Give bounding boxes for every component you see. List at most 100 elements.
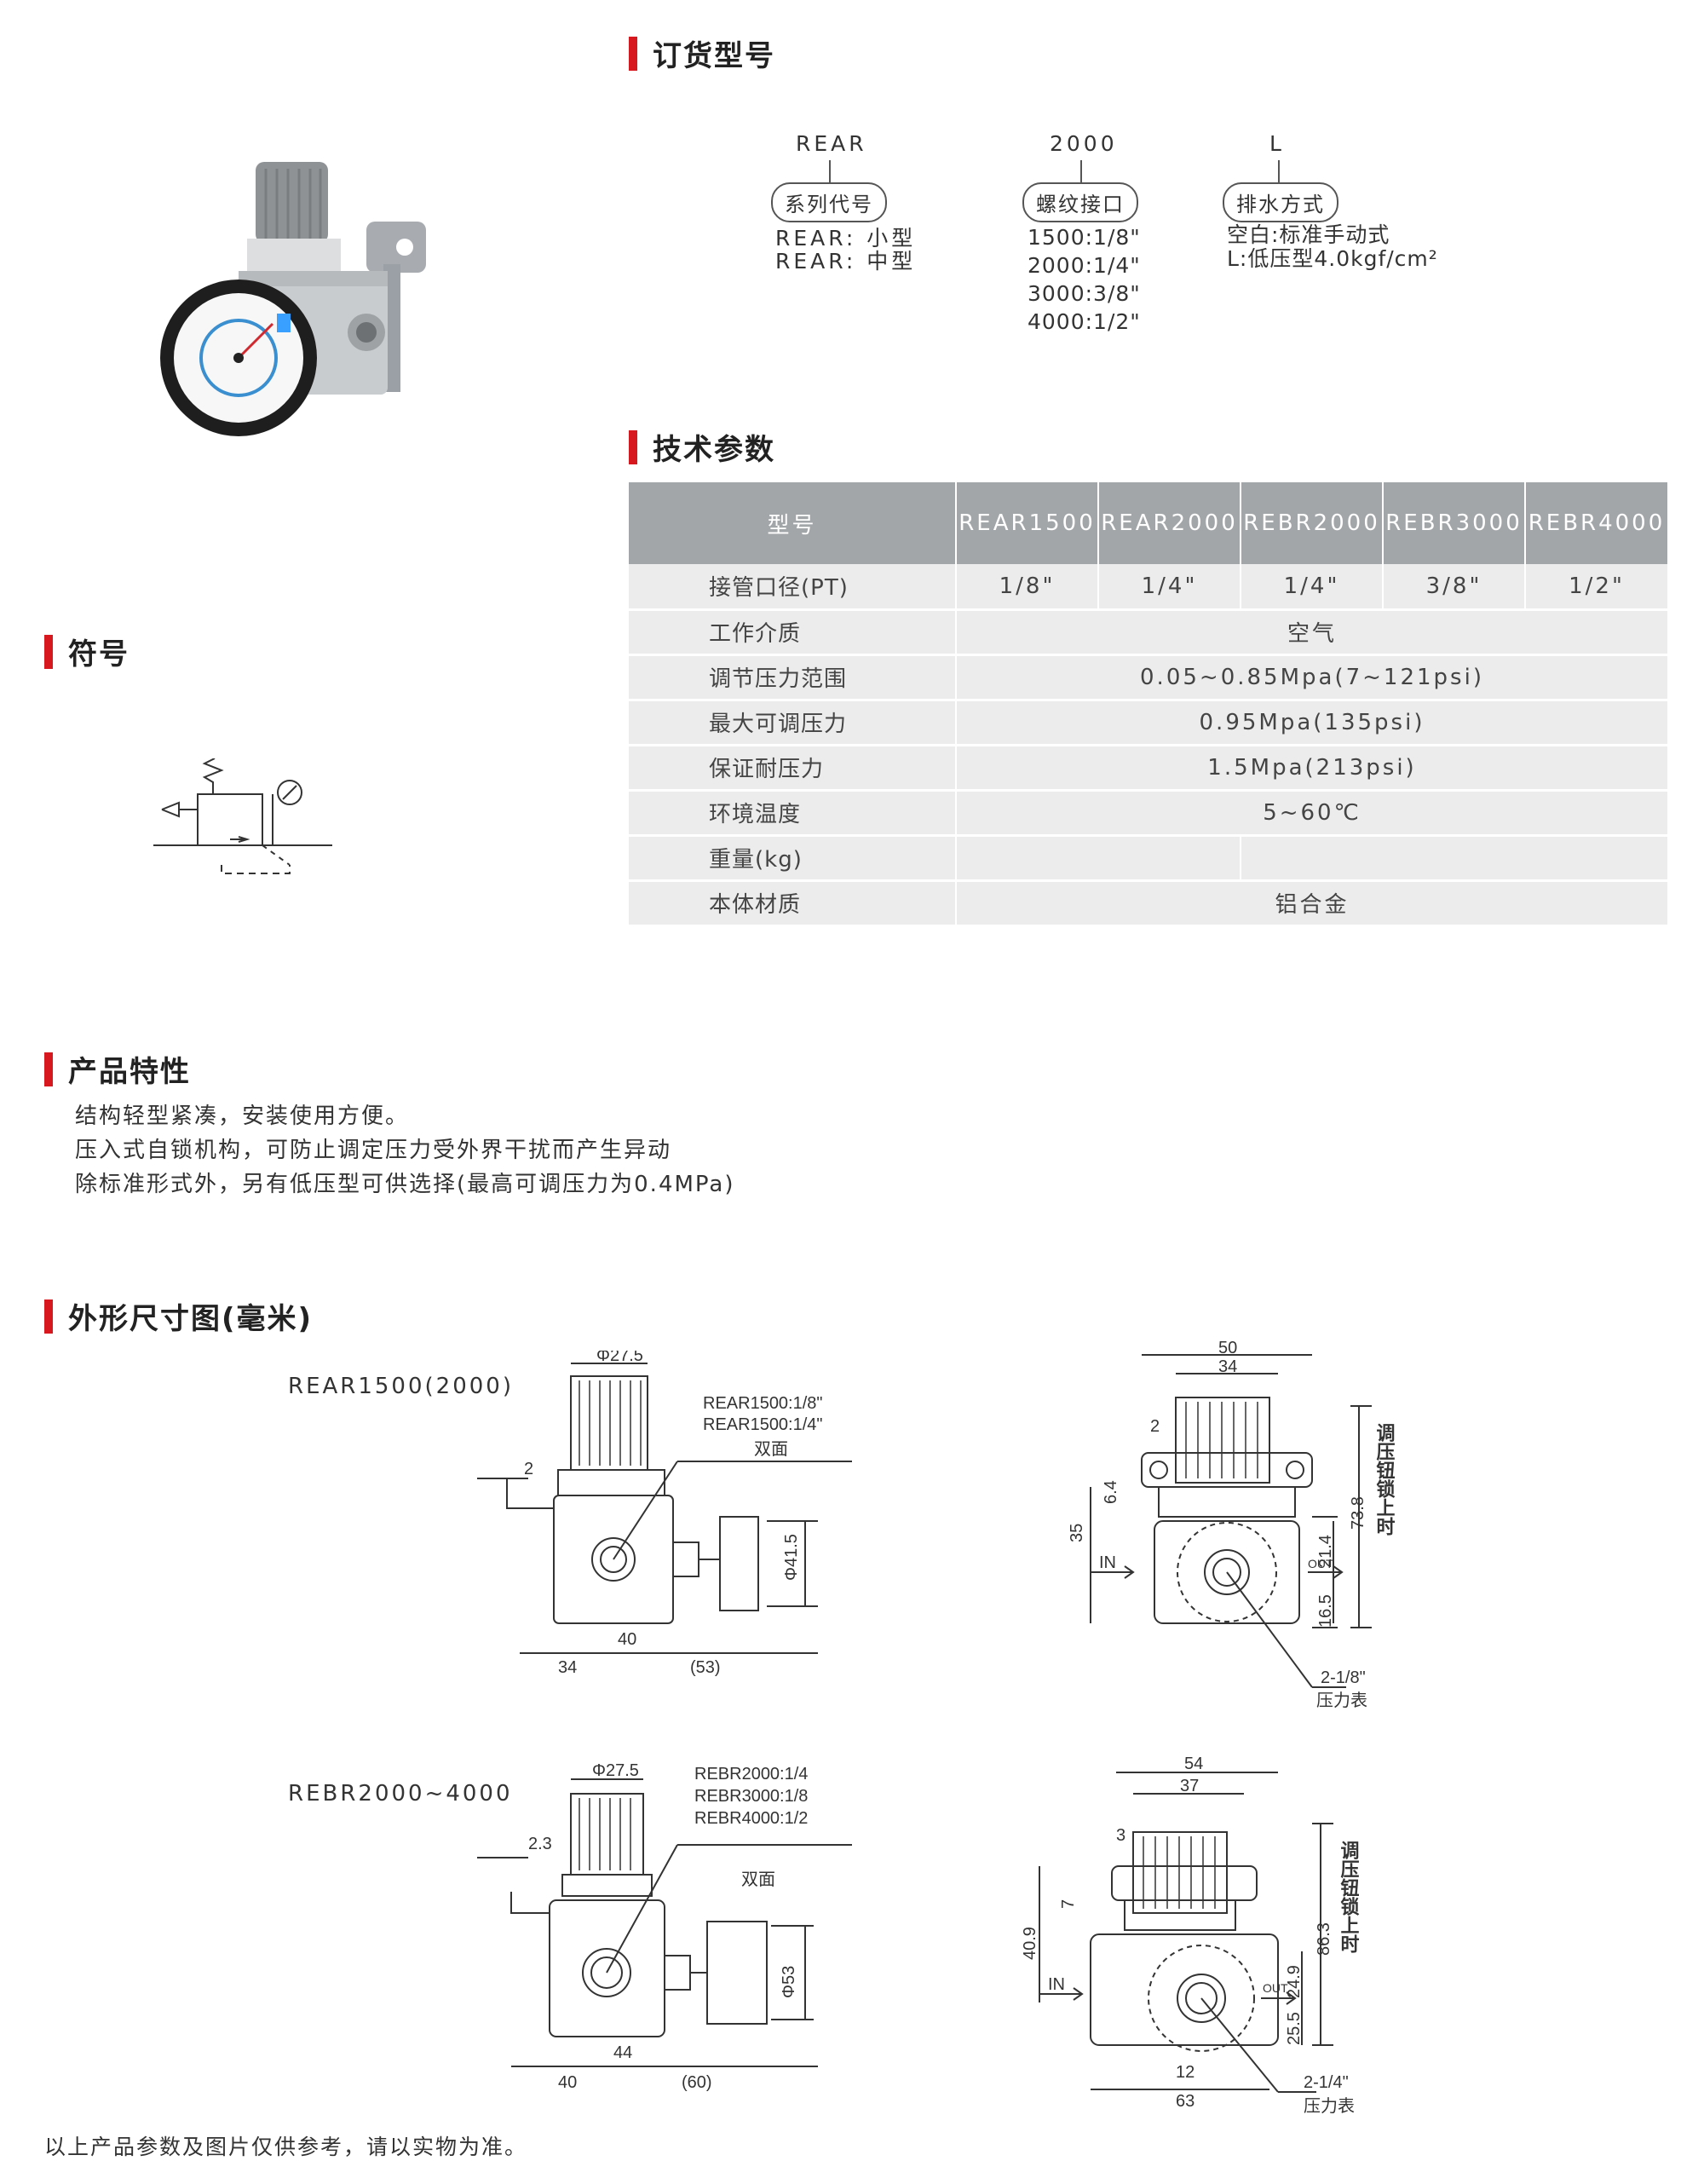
dim-label: 双面: [741, 1870, 775, 1889]
spec-label: 最大可调压力: [629, 700, 957, 746]
feature-item: 除标准形式外，另有低压型可供选择(最高可调压力为0.4MPa): [75, 1172, 735, 1197]
dim-label: OUT: [1308, 1557, 1333, 1570]
feature-list: 结构轻型紧凑，安装使用方便。 压入式自锁机构，可防止调定压力受外界干扰而产生异动…: [75, 1099, 735, 1201]
option-thread-2: 2000:1/4": [1028, 253, 1141, 278]
spec-cell: 0.95Mpa(135psi): [956, 700, 1669, 746]
dim-label: 16.5: [1316, 1594, 1335, 1628]
order-label-drain: 排水方式: [1223, 182, 1338, 222]
dim-label: 3: [1116, 1826, 1125, 1845]
spec-header: REBR2000: [1241, 482, 1384, 564]
dim-label: 73.8: [1349, 1496, 1367, 1530]
dim-label: IN: [1048, 1975, 1065, 1994]
red-bar-icon: [44, 1052, 53, 1086]
red-bar-icon: [629, 36, 637, 71]
dim-label: 24.9: [1285, 1965, 1304, 1998]
dim-label: REBR4000:1/2: [694, 1809, 808, 1828]
dim-label: REBR3000:1/8: [694, 1787, 808, 1806]
spec-cell: 3/8": [1383, 564, 1526, 611]
dim-label: 调压钮锁上时: [1374, 1423, 1396, 1536]
footer-note: 以上产品参数及图片仅供参考，请以实物为准。: [44, 2135, 528, 2159]
spec-table: 型号 REAR1500 REAR2000 REBR2000 REBR3000 R…: [629, 482, 1669, 927]
dim-label: Φ53: [780, 1966, 798, 1998]
dim-label: REAR1500:1/4": [703, 1415, 823, 1434]
option-thread-1: 1500:1/8": [1028, 225, 1141, 250]
order-code-connector: [1278, 160, 1280, 182]
spec-cell: 1/4": [1098, 564, 1241, 611]
order-code-connector: [1080, 160, 1082, 182]
section-title-order: 订货型号: [629, 32, 775, 74]
dim-label: 50: [1218, 1339, 1237, 1357]
dim-label: Φ27.5: [592, 1764, 639, 1780]
dim-label: Φ27.5: [596, 1351, 643, 1365]
feature-item: 压入式自锁机构，可防止调定压力受外界干扰而产生异动: [75, 1138, 672, 1163]
option-drain-1: 空白:标准手动式: [1227, 222, 1390, 247]
spec-cell: 0.05~0.85Mpa(7~121psi): [956, 654, 1669, 701]
dimension-drawing-side-2: 54 37 3 7 40.9 24.9 86.3 25.5 12 63 IN O…: [1022, 1755, 1360, 2116]
dim-label: 调压钮锁上时: [1338, 1841, 1360, 1953]
section-title-tech: 技术参数: [629, 426, 775, 468]
table-row: 最大可调压力 0.95Mpa(135psi): [629, 700, 1669, 746]
dim-label: 12: [1176, 2063, 1195, 2082]
table-row: 环境温度 5~60℃: [629, 790, 1669, 837]
dim-label: 双面: [754, 1440, 788, 1459]
dim-label: 40: [618, 1630, 636, 1649]
spec-header: REAR2000: [1098, 482, 1241, 564]
drawing-model-label: REAR1500(2000): [288, 1374, 514, 1399]
spec-label: 接管口径(PT): [629, 564, 957, 611]
section-title-text: 产品特性: [68, 1055, 191, 1089]
dim-label: IN: [1099, 1553, 1116, 1572]
spec-label: 本体材质: [629, 880, 957, 927]
dim-label: 34: [558, 1658, 577, 1677]
table-row: 保证耐压力 1.5Mpa(213psi): [629, 745, 1669, 792]
spec-cell: 1/4": [1241, 564, 1384, 611]
dim-label: REBR2000:1/4: [694, 1765, 808, 1784]
dim-label: 44: [613, 2043, 632, 2062]
section-title-text: 订货型号: [653, 39, 775, 73]
spec-cell: 1.5Mpa(213psi): [956, 745, 1669, 792]
section-title-text: 技术参数: [653, 433, 775, 467]
dim-label: 压力表: [1316, 1691, 1367, 1710]
spec-label: 环境温度: [629, 790, 957, 837]
table-row: 接管口径(PT) 1/8" 1/4" 1/4" 3/8" 1/2": [629, 564, 1669, 611]
spec-header: 型号: [629, 482, 957, 564]
section-title-text: 符号: [68, 637, 130, 671]
spec-label: 保证耐压力: [629, 745, 957, 792]
order-code-connector: [829, 160, 831, 182]
dim-label: 34: [1218, 1357, 1237, 1376]
option-drain-2: L:低压型4.0kgf/cm²: [1227, 246, 1438, 271]
option-series-2: REAR: 中型: [775, 249, 917, 274]
dim-label: 21.4: [1316, 1535, 1335, 1568]
table-row: 重量(kg): [629, 835, 1669, 882]
spec-header-row: 型号 REAR1500 REAR2000 REBR2000 REBR3000 R…: [629, 482, 1669, 564]
dim-label: REAR1500:1/8": [703, 1394, 823, 1413]
spec-header: REAR1500: [956, 482, 1099, 564]
spec-cell: [956, 835, 1241, 882]
dim-label: 2.3: [528, 1835, 552, 1853]
table-row: 调节压力范围 0.05~0.85Mpa(7~121psi): [629, 654, 1669, 701]
feature-item: 结构轻型紧凑，安装使用方便。: [75, 1104, 410, 1129]
order-label-series: 系列代号: [771, 182, 887, 222]
drawing-model-label: REBR2000~4000: [288, 1781, 513, 1807]
spec-cell: 1/2": [1525, 564, 1669, 611]
section-title-features: 产品特性: [44, 1048, 191, 1090]
spec-cell: [1241, 835, 1669, 882]
option-thread-3: 3000:3/8": [1028, 281, 1141, 306]
product-photo: [160, 162, 426, 436]
order-label-thread: 螺纹接口: [1022, 182, 1138, 222]
order-code-series: REAR: [796, 131, 867, 156]
red-bar-icon: [44, 1299, 53, 1334]
dimension-drawing-side-1: 50 34 2 6.4 35 21.4 73.8 16.5 IN OUT 2-1…: [1068, 1339, 1396, 1710]
dim-label: 2: [1150, 1417, 1160, 1436]
dim-label: (60): [682, 2073, 712, 2092]
dim-label: 40: [558, 2073, 577, 2092]
spec-cell: 1/8": [956, 564, 1099, 611]
order-options-series: REAR: 小型 REAR: 中型: [775, 227, 916, 273]
spec-label: 重量(kg): [629, 835, 957, 882]
dim-label: 25.5: [1285, 2012, 1304, 2045]
dim-label: 7: [1059, 1899, 1078, 1909]
dim-label: 37: [1180, 1777, 1199, 1795]
order-code-drain: L: [1269, 131, 1285, 156]
dim-label: 35: [1068, 1524, 1086, 1542]
dim-label: 54: [1184, 1755, 1203, 1773]
dim-label: 63: [1176, 2092, 1195, 2111]
